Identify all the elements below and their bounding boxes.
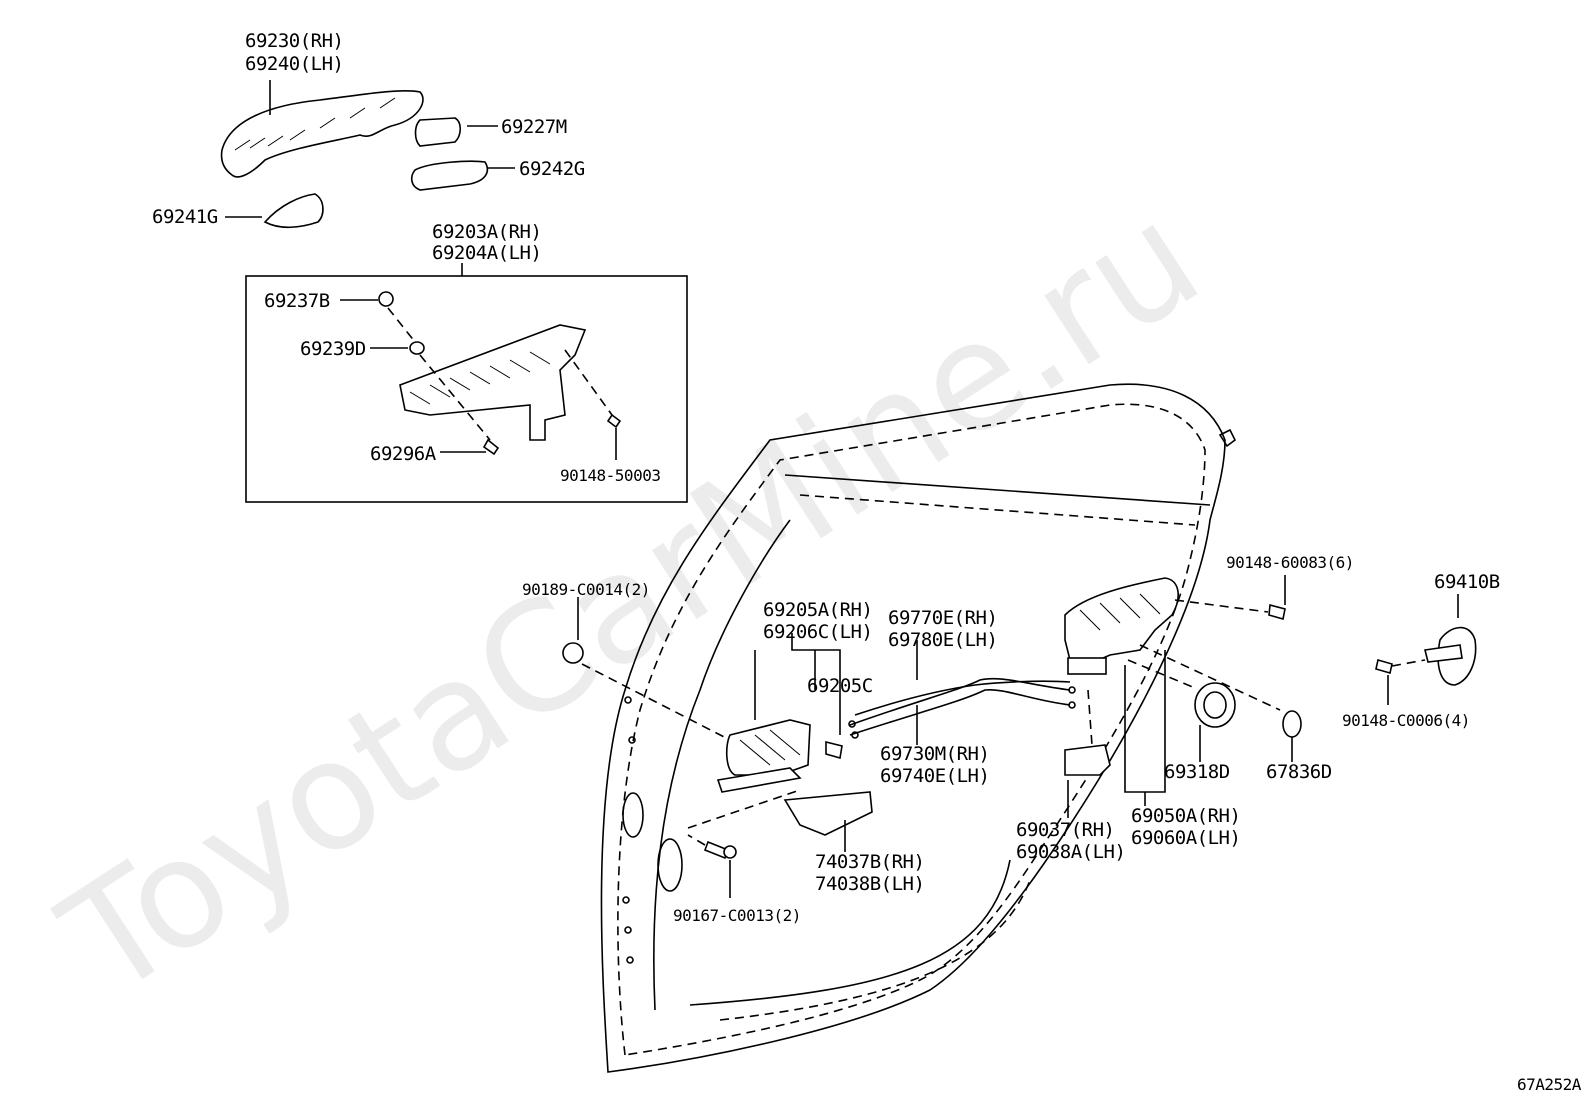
bolt-90148-C0006 — [1375, 658, 1393, 675]
bolt-90148-50003 — [606, 413, 622, 429]
label-90148-60083: 90148-60083(6) — [1226, 553, 1354, 572]
label-69205A: 69205A(RH) — [763, 599, 872, 621]
diagram-code: 67A252A — [1517, 1075, 1582, 1094]
label-69205C: 69205C — [807, 675, 873, 697]
cable-upper — [849, 677, 1071, 726]
handle-pad-69242G — [410, 160, 489, 191]
clip-90189 — [562, 642, 584, 664]
label-69239D: 69239D — [300, 338, 366, 360]
label-69240: 69240(LH) — [245, 53, 343, 75]
label-69203A: 69203A(RH) — [432, 221, 541, 243]
lock-assembly-69050A — [1064, 577, 1179, 669]
door-outline — [600, 383, 1237, 1073]
label-69206C: 69206C(LH) — [763, 621, 872, 643]
grommet-69318D — [1194, 682, 1236, 728]
label-69060A: 69060A(LH) — [1131, 827, 1240, 849]
label-69770E: 69770E(RH) — [888, 607, 997, 629]
trim-74037B — [783, 791, 873, 836]
label-69037: 69037(RH) — [1016, 819, 1114, 841]
handle-cap-69227M — [414, 117, 462, 147]
part-69239D — [409, 341, 425, 355]
label-69780E: 69780E(LH) — [888, 629, 997, 651]
label-69230: 69230(RH) — [245, 30, 343, 52]
assembly-box — [245, 275, 688, 503]
label-90148-50003: 90148-50003 — [560, 466, 660, 485]
screw-90167 — [703, 840, 730, 860]
handle-frame-group: 69203A(RH) 69204A(LH) 69237B 69239D 6929… — [245, 221, 688, 503]
label-69318D: 69318D — [1164, 761, 1230, 783]
label-69227M: 69227M — [501, 116, 567, 138]
label-69204A: 69204A(LH) — [432, 242, 541, 264]
label-90148-C0006: 90148-C0006(4) — [1342, 711, 1470, 730]
label-69740E: 69740E(LH) — [880, 765, 989, 787]
label-69242G: 69242G — [519, 158, 585, 180]
lock-group: 90148-60083(6) 69318D 67836D 69037(RH) 6… — [1016, 553, 1354, 863]
handle-pad-69241G — [263, 193, 324, 229]
cable-lower — [854, 680, 1071, 716]
label-90167: 90167-C0013(2) — [673, 906, 801, 925]
part-69237B — [378, 291, 394, 307]
outside-handle-group: 69230(RH) 69240(LH) 69227M 69242G 69241G — [152, 30, 585, 229]
label-69410B: 69410B — [1434, 571, 1500, 593]
label-69730M: 69730M(RH) — [880, 743, 989, 765]
watermark: ToyotaCarMine.ru — [34, 171, 1229, 1031]
seal-67836D — [1282, 710, 1302, 738]
motor-69037 — [1064, 744, 1111, 776]
part-69205C — [825, 740, 843, 760]
handle-frame — [399, 324, 587, 441]
label-69241G: 69241G — [152, 206, 218, 228]
label-67836D: 67836D — [1266, 761, 1332, 783]
striker-group: 69410B 90148-C0006(4) — [1342, 571, 1500, 730]
inside-handle — [725, 719, 811, 776]
label-74037B: 74037B(RH) — [815, 851, 924, 873]
label-74038B: 74038B(LH) — [815, 873, 924, 895]
label-69050A: 69050A(RH) — [1131, 805, 1240, 827]
label-69296A: 69296A — [370, 443, 437, 465]
outside-handle-cover — [220, 90, 424, 178]
label-90189: 90189-C0014(2) — [522, 580, 650, 599]
bolt-90148-60083 — [1268, 603, 1286, 621]
label-69237B: 69237B — [264, 290, 330, 312]
inside-handle-group: 90189-C0014(2) 69205A(RH) 69206C(LH) 692… — [522, 580, 1076, 925]
label-69038A: 69038A(LH) — [1016, 841, 1125, 863]
bolt-69296A — [482, 438, 500, 456]
